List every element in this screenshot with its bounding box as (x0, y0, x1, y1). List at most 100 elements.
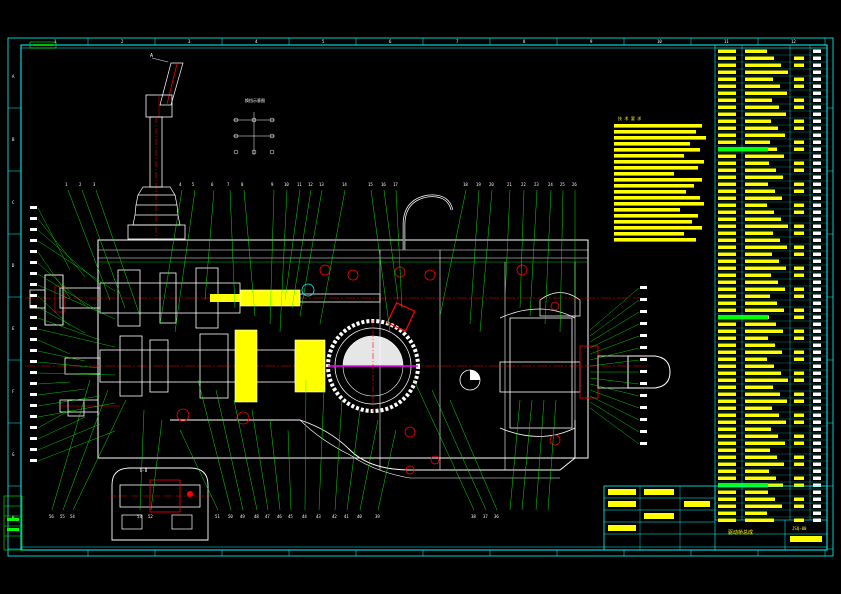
inner-frame (20, 44, 828, 551)
part-tag-stub (30, 437, 37, 440)
tech-req-line (614, 208, 680, 212)
part-number-label: 6 (211, 182, 214, 187)
part-number-label: 38 (471, 514, 476, 519)
revision-block (3, 495, 23, 551)
part-number-label: 16 (381, 182, 386, 187)
part-labels-left (30, 206, 37, 462)
part-tag-stub (640, 298, 647, 301)
leader-line (279, 189, 288, 333)
grid-label-top: 10 (657, 39, 662, 44)
grid-label-top: 6 (389, 39, 392, 44)
part-number-label: 47 (265, 514, 270, 519)
part-number-label: 8 (241, 182, 244, 187)
tech-req-line (614, 226, 702, 230)
part-number-label: 2 (79, 182, 82, 187)
gear-lever: A (127, 53, 186, 240)
tech-req-line (614, 166, 698, 170)
part-tag-stub (30, 327, 37, 330)
part-labels-right (640, 286, 647, 445)
leader-line (269, 419, 281, 511)
part-tag-stub (640, 334, 647, 337)
part-number-label: 40 (357, 514, 362, 519)
leader-line (370, 189, 391, 333)
grid-label-side: D (12, 263, 15, 268)
tech-req-line (614, 148, 700, 152)
part-number-label: 42 (332, 514, 337, 519)
leader-line (346, 409, 361, 511)
tech-req-line (614, 196, 700, 200)
part-tag-stub (640, 394, 647, 397)
leader-line (304, 379, 307, 511)
part-number-label: 48 (254, 514, 259, 519)
leader-line (431, 389, 487, 511)
part-tag-stub (640, 370, 647, 373)
grid-label-top: 9 (590, 39, 593, 44)
tech-req-line (614, 130, 696, 134)
part-number-label: 19 (476, 182, 481, 187)
leader-line (395, 189, 403, 309)
lower-shaft (25, 329, 650, 413)
svg-text:换挡示意图: 换挡示意图 (245, 97, 265, 103)
leader-line (204, 189, 215, 301)
part-tag-stub (640, 418, 647, 421)
grid-label-top: 3 (188, 39, 191, 44)
leader-line (469, 189, 480, 325)
part-tag-stub (30, 426, 37, 429)
part-number-label: 13 (319, 182, 324, 187)
part-number-label: 17 (393, 182, 398, 187)
leader-line (197, 379, 232, 511)
part-tag-stub (30, 316, 37, 319)
part-number-label: 37 (483, 514, 488, 519)
part-number-label: 14 (342, 182, 347, 187)
leader-line (287, 429, 292, 511)
part-number-label: 51 (215, 514, 220, 519)
part-number-label: 43 (316, 514, 321, 519)
leader-line (291, 189, 312, 309)
part-tag-stub (30, 228, 37, 231)
leader-line (544, 189, 552, 325)
leader-line (504, 189, 511, 301)
part-number-label: 11 (297, 182, 302, 187)
part-tag-stub (30, 415, 37, 418)
part-number-label: 54 (70, 514, 75, 519)
svg-text:A: A (150, 53, 153, 59)
part-number-label: 44 (302, 514, 307, 519)
part-tag-stub (30, 283, 37, 286)
tech-req-line (614, 172, 674, 176)
leader-line (229, 189, 236, 309)
leader-line (72, 399, 127, 511)
part-tag-stub (640, 310, 647, 313)
part-tag-stub (30, 272, 37, 275)
leader-line (139, 409, 145, 511)
part-tag-stub (640, 382, 647, 385)
grid-label-top: 4 (255, 39, 258, 44)
leader-line (449, 399, 498, 511)
leader-line (51, 379, 91, 511)
leader-line (359, 419, 379, 511)
tech-req-line (614, 160, 704, 164)
tech-req-line (614, 142, 690, 146)
part-number-label: 21 (507, 182, 512, 187)
part-tag-stub (30, 305, 37, 308)
part-number-label: 39 (375, 514, 380, 519)
tech-req-line (614, 124, 702, 128)
output-shaft-assembly (459, 292, 671, 437)
leader-line (95, 189, 141, 317)
part-number-label: 41 (344, 514, 349, 519)
tech-req-line (614, 202, 704, 206)
part-number-label: 20 (489, 182, 494, 187)
grid-label-top: 5 (322, 39, 325, 44)
part-tag-stub (30, 459, 37, 462)
part-tag-stub (30, 371, 37, 374)
grid-label-side: A (12, 74, 15, 79)
leader-line (318, 389, 325, 511)
leader-line (299, 189, 323, 317)
tech-req-line (614, 190, 686, 194)
leader-line (559, 189, 564, 333)
grid-label-top: 1 (54, 39, 57, 44)
part-number-label: 15 (368, 182, 373, 187)
part-tag-stub (30, 239, 37, 242)
part-number-label: 46 (277, 514, 282, 519)
part-number-label: 45 (288, 514, 293, 519)
